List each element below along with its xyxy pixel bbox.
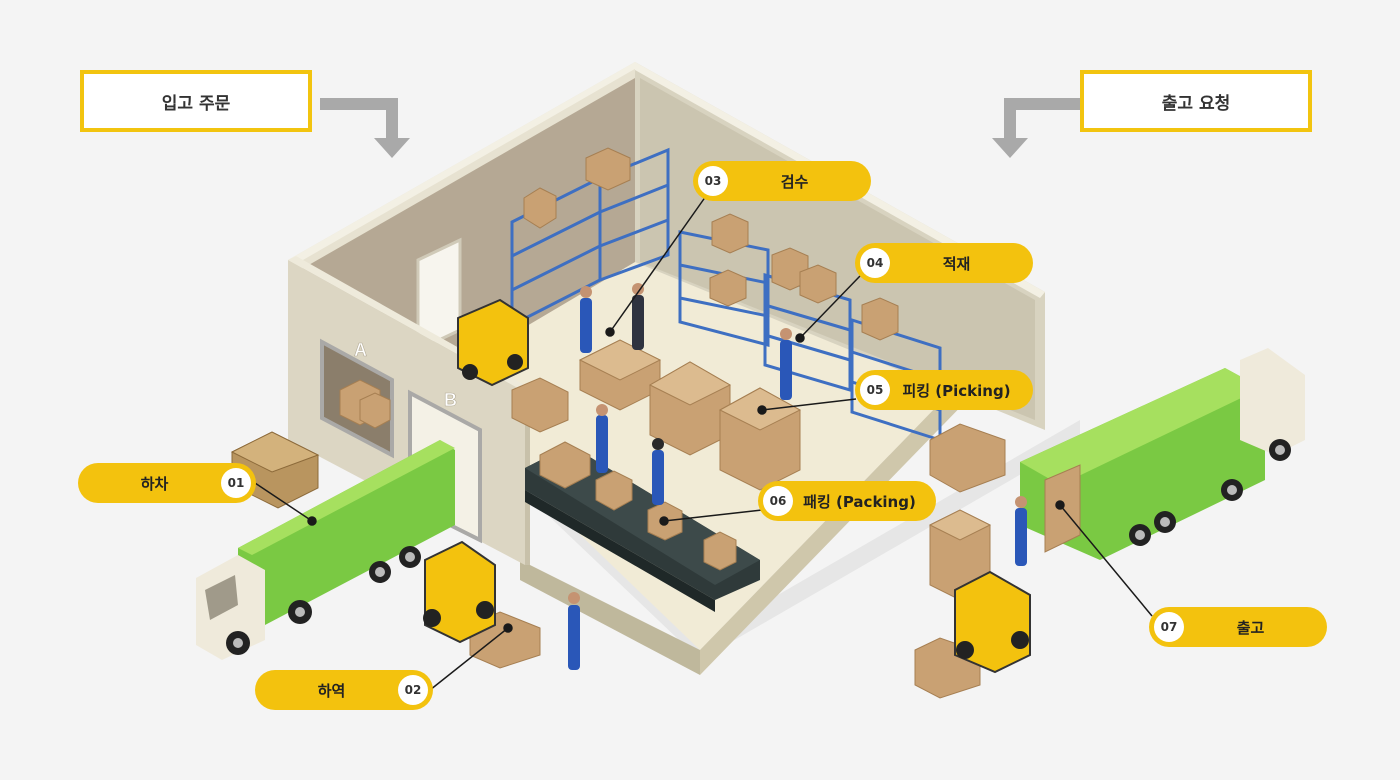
step-label: 출고 (1236, 618, 1265, 637)
step-number: 04 (860, 248, 890, 278)
outbound-request-label: 출고 요청 (1161, 93, 1231, 114)
step-06-packing: 06 패킹 (Packing) (758, 481, 936, 521)
inbound-truck (196, 440, 455, 660)
step-label: 피킹 (Picking) (902, 381, 1011, 400)
step-number: 06 (763, 486, 793, 516)
outbound-truck (1020, 348, 1305, 560)
outbound-request-box: 출고 요청 (1080, 70, 1312, 132)
callout-lines (254, 195, 1153, 691)
outbound-arrow-icon (992, 98, 1080, 158)
step-number: 07 (1154, 612, 1184, 642)
step-label: 검수 (780, 172, 809, 191)
step-03-inspection: 03 검수 (693, 161, 871, 201)
inbound-order-label: 입고 주문 (161, 93, 231, 114)
step-number: 05 (860, 375, 890, 405)
step-01-unloading: 하차 01 (78, 463, 256, 503)
conveyor-belt (525, 445, 760, 612)
step-number: 02 (398, 675, 428, 705)
step-05-picking: 05 피킹 (Picking) (855, 370, 1033, 410)
step-04-storage: 04 적재 (855, 243, 1033, 283)
forklift-icon (423, 540, 496, 644)
dock-label-b: B (444, 390, 457, 410)
inbound-order-box: 입고 주문 (80, 70, 312, 132)
forklift-icon (954, 570, 1031, 674)
step-label: 하차 (140, 474, 169, 493)
worker-figures (568, 283, 1027, 670)
step-label: 하역 (317, 681, 346, 700)
inbound-arrow-icon (320, 98, 410, 158)
dock-label-a: A (354, 340, 367, 360)
step-label: 적재 (942, 254, 971, 273)
step-number: 03 (698, 166, 728, 196)
step-number: 01 (221, 468, 251, 498)
forklift-icon (457, 298, 529, 387)
step-07-shipping: 07 출고 (1149, 607, 1327, 647)
step-label: 패킹 (Packing) (803, 492, 916, 511)
pallet-stacks (469, 339, 1006, 699)
step-02-receiving: 하역 02 (255, 670, 433, 710)
